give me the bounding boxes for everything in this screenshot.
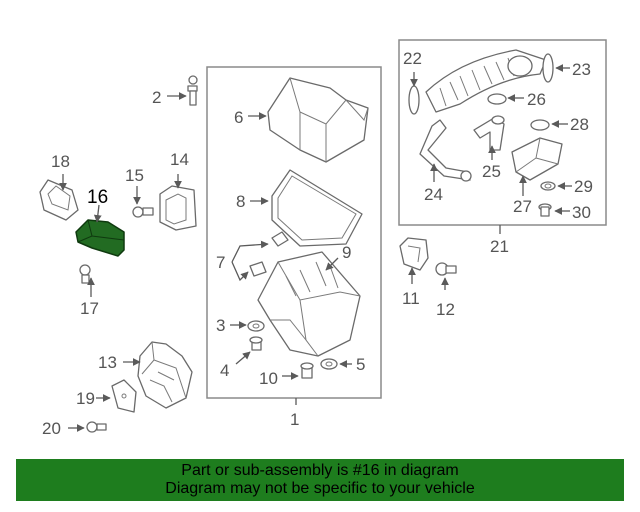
bolt-part-2[interactable] <box>187 75 198 106</box>
callout-2: 2 <box>152 88 161 107</box>
duct-part-27[interactable] <box>511 137 563 181</box>
callout-22: 22 <box>403 49 422 68</box>
elbow-part-25[interactable] <box>473 115 505 151</box>
assembly-frame-21 <box>398 39 607 226</box>
callout-4: 4 <box>220 361 229 380</box>
pin-part-30[interactable] <box>538 203 552 217</box>
clamp-part-22[interactable] <box>408 85 420 115</box>
air-cleaner-cover-part-6[interactable] <box>267 77 369 163</box>
callout-17: 17 <box>80 299 99 318</box>
callout-10: 10 <box>259 369 278 388</box>
bolt-part-20[interactable] <box>86 421 107 433</box>
callout-13: 13 <box>98 353 117 372</box>
callout-26: 26 <box>527 90 546 109</box>
callout-14: 14 <box>170 150 189 169</box>
callout-3: 3 <box>216 316 225 335</box>
callout-1: 1 <box>290 410 299 429</box>
mount-part-14[interactable] <box>159 185 197 231</box>
grommet-part-5[interactable] <box>320 358 338 370</box>
callout-7: 7 <box>216 253 225 272</box>
callout-16: 16 <box>87 187 108 208</box>
grommet-part-29[interactable] <box>540 181 556 191</box>
ring-part-23[interactable] <box>542 53 554 83</box>
stud-part-4[interactable] <box>249 336 263 351</box>
callout-5: 5 <box>356 355 365 374</box>
callout-18: 18 <box>51 152 70 171</box>
bolt-part-12[interactable] <box>435 262 457 276</box>
banner-line-1: Part or sub-assembly is #16 in diagram <box>181 462 459 479</box>
resonator-part-13[interactable] <box>137 341 193 409</box>
callout-15: 15 <box>125 166 144 185</box>
clip-part-7[interactable] <box>249 231 289 277</box>
assembly-frame-1 <box>206 66 382 399</box>
callout-20: 20 <box>42 419 61 438</box>
clamp-part-26[interactable] <box>487 93 507 105</box>
pipe-part-24[interactable] <box>419 119 472 182</box>
callout-21: 21 <box>490 237 509 256</box>
callout-29: 29 <box>574 177 593 196</box>
callout-6: 6 <box>234 108 243 127</box>
info-banner: Part or sub-assembly is #16 in diagram D… <box>16 459 624 501</box>
bracket-part-16-highlighted[interactable] <box>75 219 125 257</box>
callout-25: 25 <box>482 162 501 181</box>
bracket-part-18[interactable] <box>39 179 79 221</box>
callout-23: 23 <box>572 60 591 79</box>
bolt-part-17[interactable] <box>79 264 91 284</box>
callout-9: 9 <box>342 243 351 262</box>
air-filter-element-part-8[interactable] <box>271 169 363 247</box>
plate-part-19[interactable] <box>111 379 137 413</box>
callout-12: 12 <box>436 300 455 319</box>
callout-11: 11 <box>402 289 420 308</box>
bolt-part-10[interactable] <box>300 362 314 379</box>
callout-28: 28 <box>570 115 589 134</box>
banner-line-2: Diagram may not be specific to your vehi… <box>165 480 475 497</box>
callout-8: 8 <box>236 192 245 211</box>
air-cleaner-case-part-9[interactable] <box>257 251 361 357</box>
clamp-part-28[interactable] <box>530 119 550 131</box>
bolt-part-15[interactable] <box>132 206 154 218</box>
callout-24: 24 <box>424 185 443 204</box>
callout-19: 19 <box>76 389 95 408</box>
callout-27: 27 <box>513 197 532 216</box>
bracket-part-11[interactable] <box>399 237 429 271</box>
callout-30: 30 <box>572 203 591 222</box>
grommet-part-3[interactable] <box>247 320 265 332</box>
